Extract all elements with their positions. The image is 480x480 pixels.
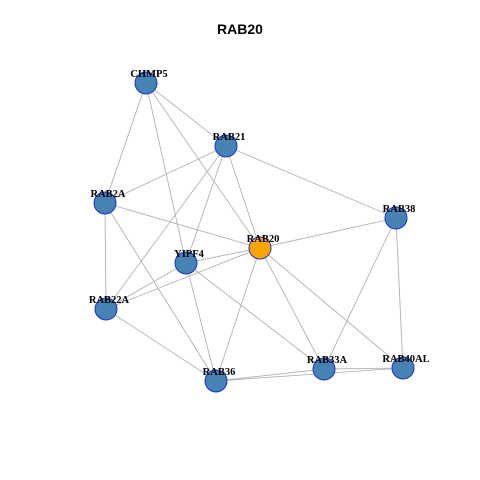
edge-chmp5-rab2a — [104, 82, 147, 204]
edge-rab2a-rab20 — [104, 202, 261, 249]
edge-chmp5-rab20 — [145, 82, 261, 249]
edge-rab20-rab40al — [259, 247, 404, 369]
edge-yipf4-rab22a — [105, 262, 187, 310]
edge-rab21-yipf4 — [185, 145, 227, 264]
node-chmp5[interactable] — [134, 71, 158, 95]
node-rab33a[interactable] — [312, 357, 336, 381]
node-label-rab38: RAB38 — [383, 204, 416, 215]
edge-rab20-yipf4 — [185, 247, 261, 264]
node-label-rab33a: RAB33A — [307, 355, 348, 366]
edge-rab20-rab22a — [105, 247, 261, 310]
edge-rab21-rab20 — [225, 145, 261, 249]
node-rab2a[interactable] — [93, 191, 117, 215]
edges-layer — [104, 82, 404, 382]
node-label-rab36: RAB36 — [203, 367, 236, 378]
node-label-yipf4: YIPF4 — [174, 249, 204, 260]
edge-rab21-rab38 — [225, 145, 397, 219]
node-label-rab21: RAB21 — [213, 132, 246, 143]
node-label-rab2a: RAB2A — [90, 189, 125, 200]
edge-rab20-rab33a — [259, 247, 325, 370]
edge-rab2a-rab22a — [104, 202, 107, 310]
graph-title: RAB20 — [217, 21, 263, 37]
node-rab22a[interactable] — [94, 297, 118, 321]
node-label-chmp5: CHMP5 — [130, 69, 167, 80]
edge-yipf4-rab33a — [185, 262, 325, 370]
edge-rab38-rab40al — [395, 217, 404, 369]
node-yipf4[interactable] — [174, 251, 198, 275]
edge-rab38-rab33a — [323, 217, 397, 370]
edge-rab33a-rab36 — [215, 368, 325, 382]
edge-rab38-rab20 — [259, 217, 397, 249]
nodes-layer — [93, 71, 415, 393]
edge-rab33a-rab40al — [323, 367, 404, 370]
edge-yipf4-rab36 — [185, 262, 217, 382]
node-label-rab22a: RAB22A — [89, 295, 130, 306]
node-rab36[interactable] — [204, 369, 228, 393]
node-rab40al[interactable] — [391, 356, 415, 380]
node-label-rab40al: RAB40AL — [382, 354, 429, 365]
edge-rab22a-rab36 — [105, 308, 217, 382]
edge-rab21-rab2a — [104, 145, 227, 204]
edge-rab20-rab36 — [215, 247, 261, 382]
node-rab38[interactable] — [384, 206, 408, 230]
node-rab20[interactable] — [248, 236, 272, 260]
edge-rab21-rab22a — [105, 145, 227, 310]
node-label-rab20: RAB20 — [247, 234, 280, 245]
edge-chmp5-rab21 — [145, 82, 227, 147]
edge-rab2a-rab36 — [104, 202, 217, 382]
edge-chmp5-yipf4 — [145, 82, 187, 264]
node-rab21[interactable] — [214, 134, 238, 158]
edge-rab36-rab40al — [215, 367, 404, 382]
